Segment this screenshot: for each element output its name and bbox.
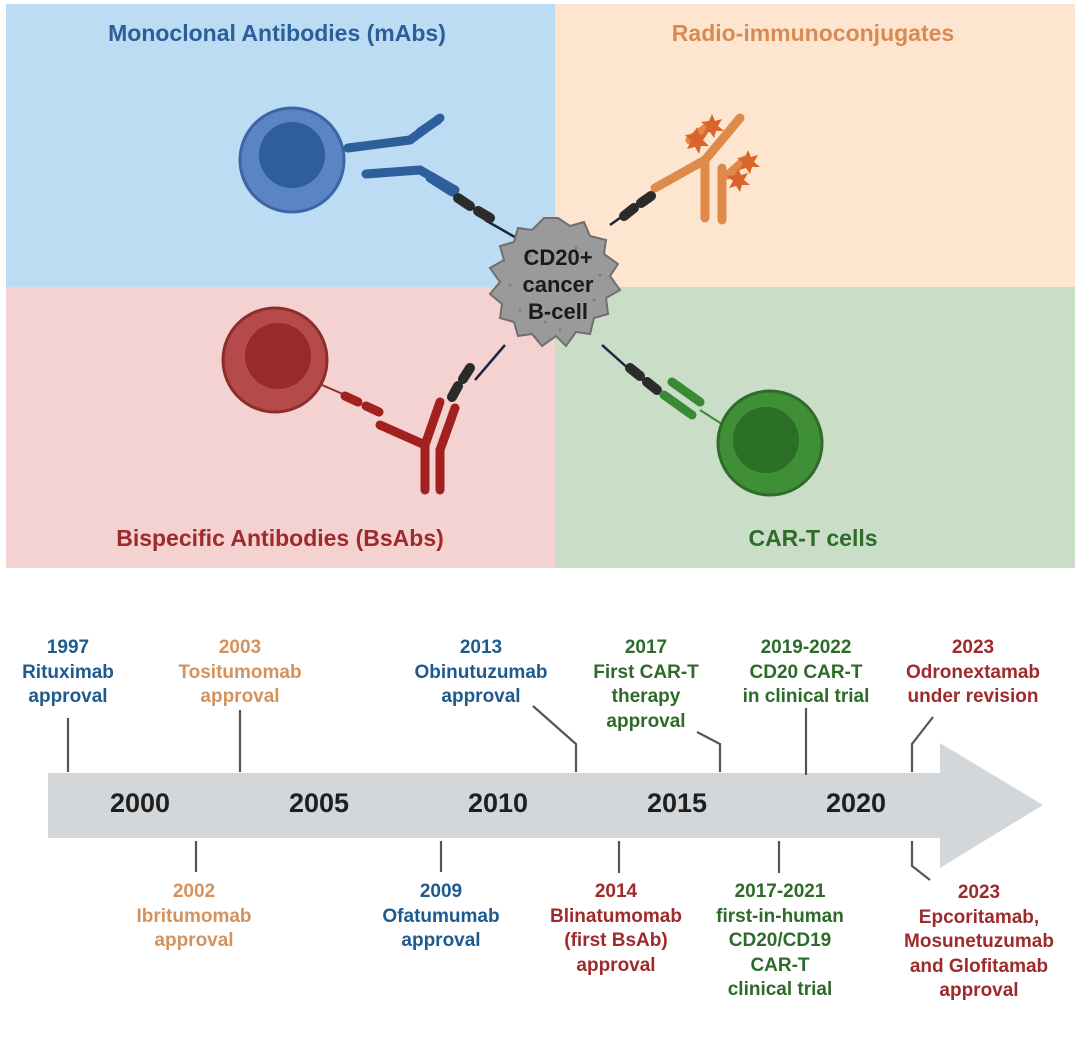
event-1997-rituximab: 1997 Rituximab approval [22, 637, 114, 707]
connector-2023-below [910, 841, 931, 881]
event-2002-ibritumomab: 2002 Ibritumomab approval [136, 881, 252, 951]
bsab-cd20-receptor-icon [447, 363, 475, 402]
mab-antibody-icon [343, 113, 460, 197]
year-tick-2010: 2010 [467, 788, 529, 818]
cart-connector-line [601, 344, 631, 371]
event-2023-odronextamab: 2023 Odronextamab under revision [905, 637, 1041, 707]
connector-2017-above [696, 731, 722, 772]
year-tick-2020: 2020 [825, 788, 887, 818]
mab-connector-line [484, 218, 521, 242]
radio-quadrant [555, 4, 1075, 287]
timeline-connectors [66, 705, 934, 881]
bsab-connector-line [474, 344, 506, 381]
event-2014-blinatumomab: 2014 Blinatumomab (first BsAb) approval [550, 881, 682, 976]
mab-title: Monoclonal Antibodies (mAbs) [108, 20, 446, 46]
event-2019-2022-cd20-cart: 2019-2022 CD20 CAR-T in clinical trial [742, 637, 870, 707]
bsab-antibody-icon [340, 391, 460, 495]
connector-2013 [532, 705, 578, 772]
radio-cd20-receptor-icon [619, 191, 656, 221]
cart-cd20-receptor-icon [625, 363, 662, 395]
timeline-arrow [48, 743, 1043, 868]
radio-title: Radio-immunoconjugates [671, 20, 955, 46]
radio-antibody-icon [650, 113, 750, 225]
car-receptor-icon [659, 377, 705, 420]
mab-cd20-receptor-icon [453, 193, 495, 223]
event-2009-ofatumumab: 2009 Ofatumumab approval [382, 881, 500, 951]
year-tick-2005: 2005 [288, 788, 350, 818]
cancer-cell-label: CD20+ cancer B-cell [522, 245, 594, 324]
bsab-effector-cell-icon [221, 306, 329, 414]
radioisotope-star-icon [685, 114, 760, 192]
event-2017-2021-first-in-human: 2017-2021 first-in-human CD20/CD19 CAR-T… [716, 881, 844, 1000]
cart-cell-icon [716, 389, 824, 497]
event-2017-first-cart: 2017 First CAR-T therapy approval [593, 637, 699, 732]
event-2023-epcoritamab: 2023 Epcoritamab, Mosunetuzumab and Glof… [904, 882, 1054, 1001]
year-tick-2015: 2015 [646, 788, 708, 818]
cancer-b-cell-icon [488, 217, 622, 348]
event-2003-tositumomab: 2003 Tositumomab approval [178, 637, 302, 707]
bsab-title: Bispecific Antibodies (BsAbs) [116, 525, 444, 551]
mab-effector-cell-icon [238, 106, 346, 214]
year-tick-2000: 2000 [109, 788, 171, 818]
connector-2023-above [910, 716, 934, 772]
event-2013-obinutuzumab: 2013 Obinutuzumab approval [414, 637, 548, 707]
cart-title: CAR-T cells [748, 525, 878, 551]
